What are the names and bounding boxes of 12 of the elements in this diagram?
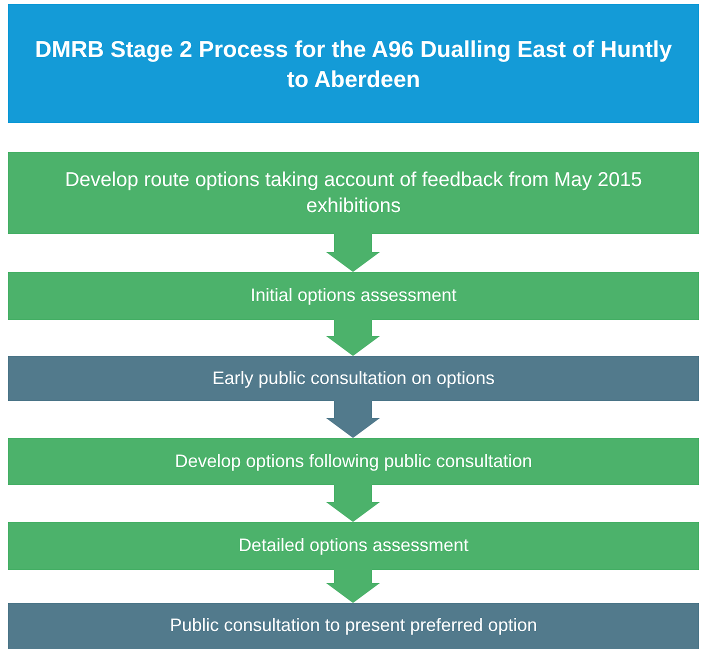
process-box: Develop route options taking account of feedback from May 2015 exhibitions — [8, 152, 699, 234]
process-box: Public consultation to present preferred option — [8, 603, 699, 649]
block-arrow — [326, 320, 380, 356]
block-arrow — [326, 234, 380, 272]
process-box: Develop options following public consultation — [8, 438, 699, 485]
block-arrow — [326, 570, 380, 603]
title-banner: DMRB Stage 2 Process for the A96 Dualling East of Huntly to Aberdeen — [8, 4, 699, 123]
process-box: Early public consultation on options — [8, 356, 699, 401]
process-box: Initial options assessment — [8, 272, 699, 320]
block-arrow — [326, 485, 380, 522]
process-box: Detailed options assessment — [8, 522, 699, 570]
block-arrow — [326, 401, 380, 438]
